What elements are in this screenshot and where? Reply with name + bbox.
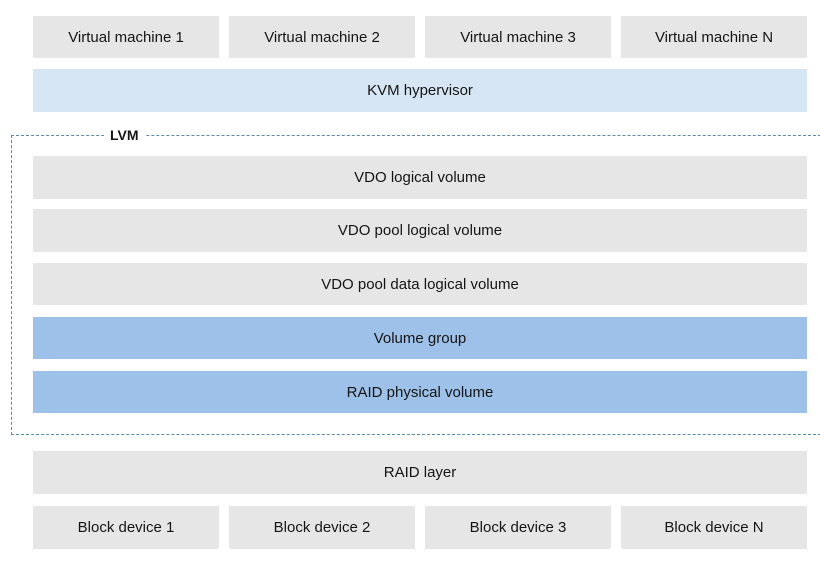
vdo-pool-logical-volume-box: VDO pool logical volume [33,209,807,252]
raid-layer-box: RAID layer [33,451,807,494]
vdo-logical-volume-box: VDO logical volume [33,156,807,199]
block-device-1-box: Block device 1 [33,506,219,549]
kvm-hypervisor-box: KVM hypervisor [33,69,807,112]
block-device-n-box: Block device N [621,506,807,549]
volume-group-box: Volume group [33,317,807,359]
raid-physical-volume-box: RAID physical volume [33,371,807,413]
virtual-machine-3-box: Virtual machine 3 [425,16,611,58]
block-device-2-box: Block device 2 [229,506,415,549]
virtual-machine-1-box: Virtual machine 1 [33,16,219,58]
vdo-pool-data-logical-volume-box: VDO pool data logical volume [33,263,807,305]
lvm-label: LVM [104,126,145,144]
virtual-machine-n-box: Virtual machine N [621,16,807,58]
virtual-machine-2-box: Virtual machine 2 [229,16,415,58]
block-device-3-box: Block device 3 [425,506,611,549]
lvm-group-frame [11,135,820,435]
